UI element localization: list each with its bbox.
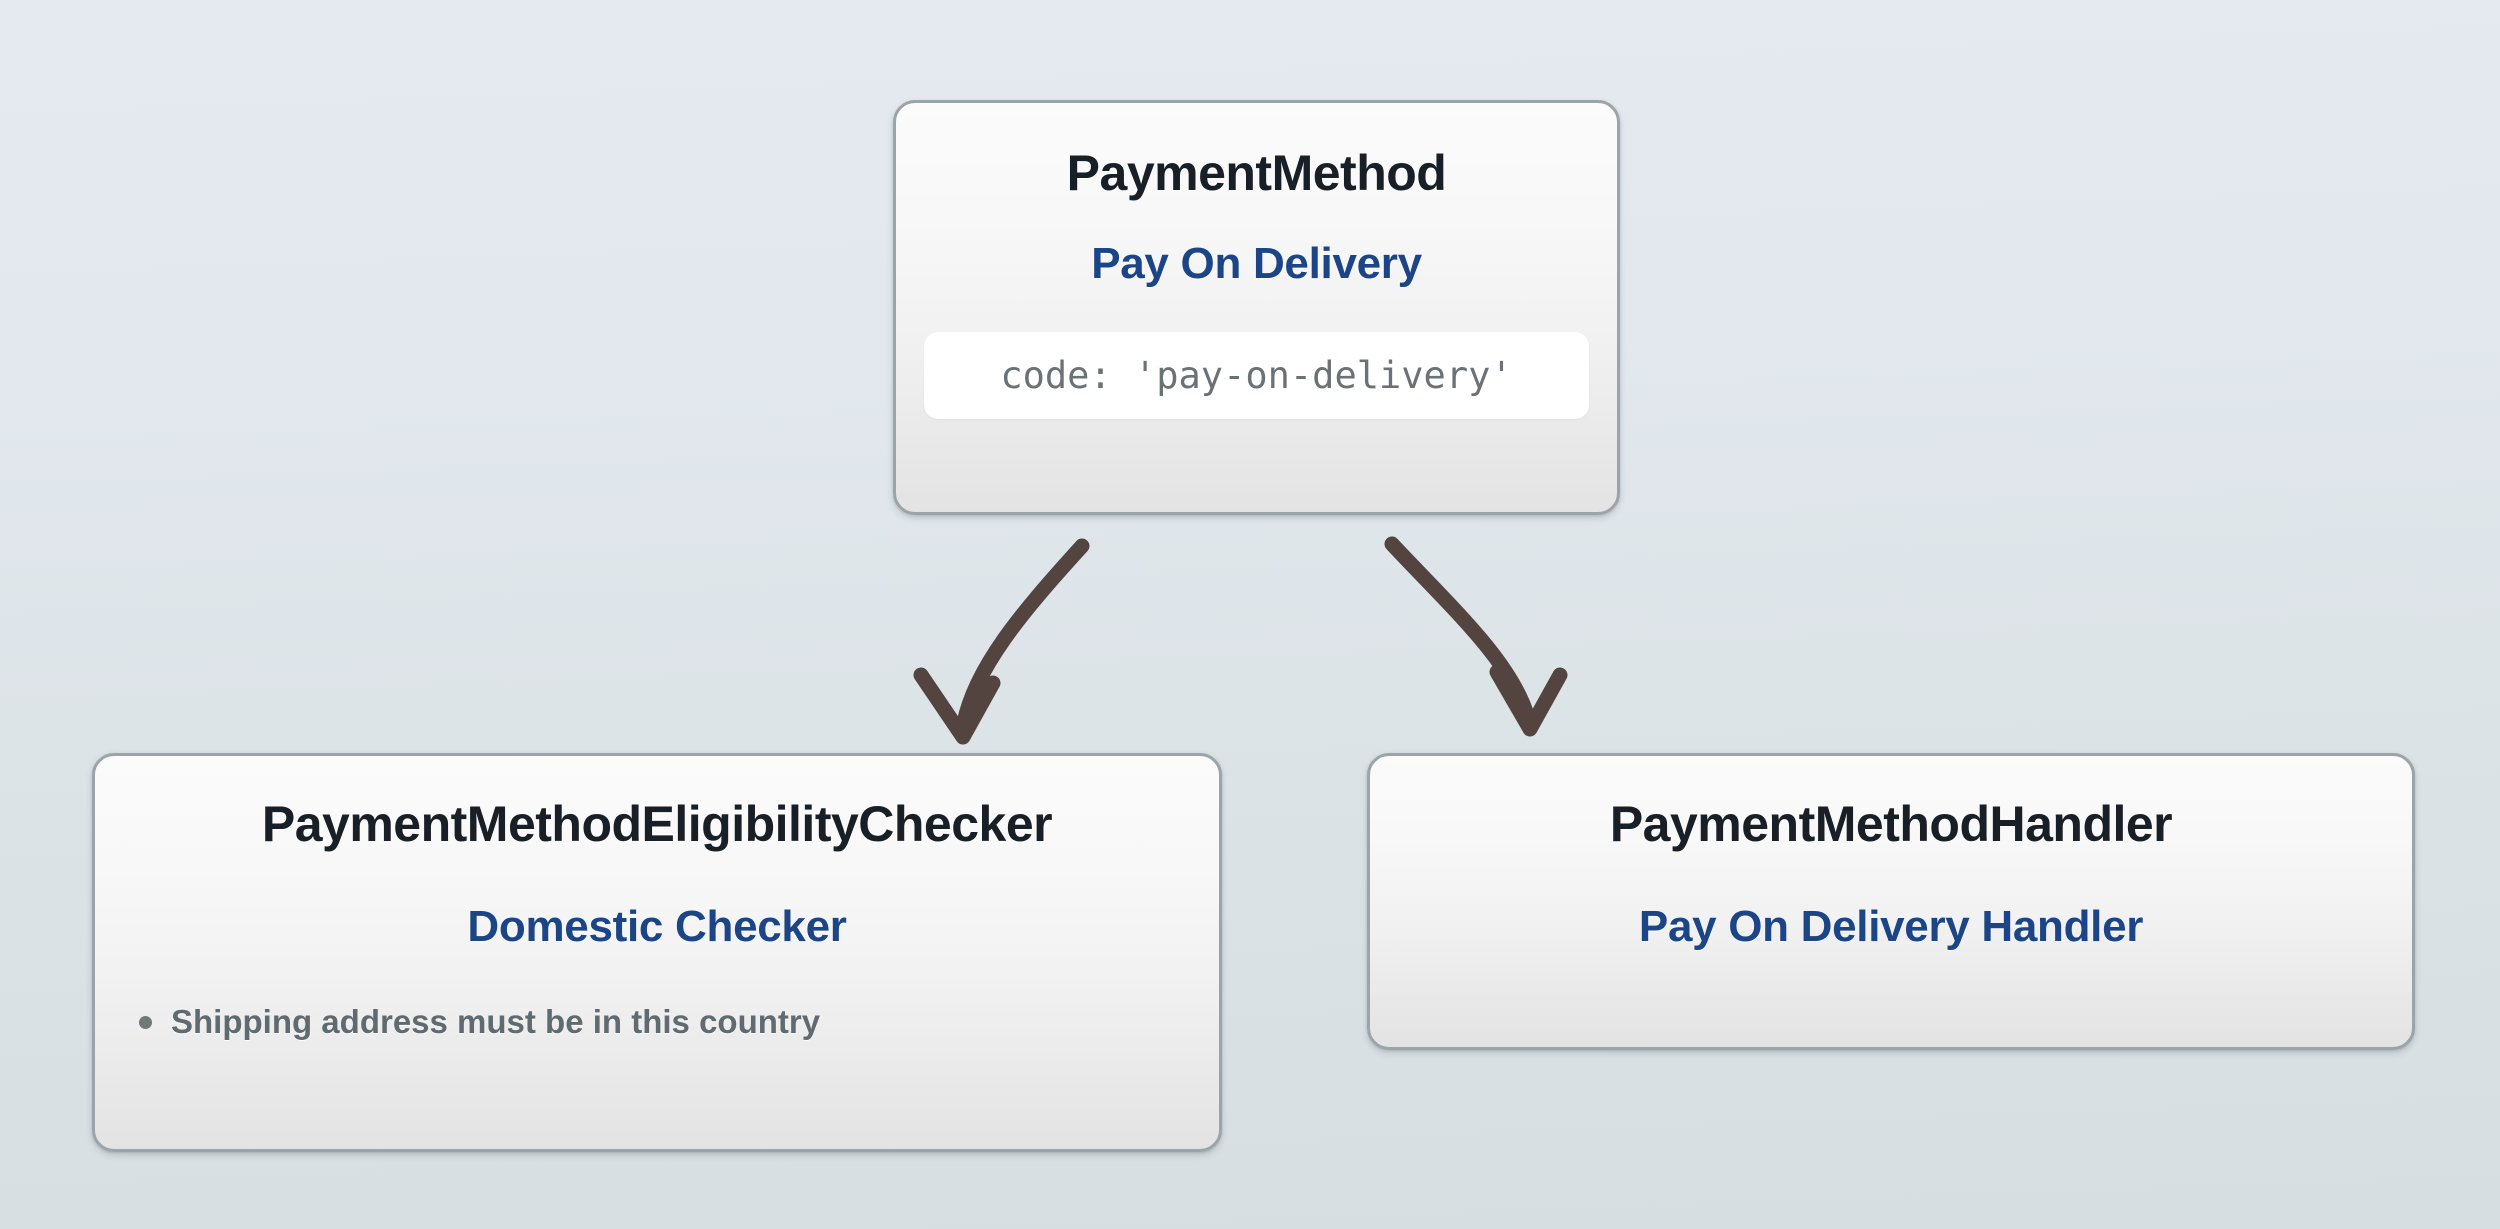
node-payment-handler-title: PaymentMethodHandler bbox=[1609, 796, 2173, 852]
edge-payment-method-to-eligibility-checker bbox=[913, 538, 1090, 745]
arrowhead-left-icon bbox=[913, 667, 1001, 745]
node-eligibility-checker-subtitle: Domestic Checker bbox=[467, 902, 847, 951]
bullet-icon bbox=[139, 1015, 152, 1029]
list-item: Shipping address must be in this country bbox=[139, 1003, 1185, 1041]
node-payment-method[interactable]: PaymentMethod Pay On Delivery code: 'pay… bbox=[893, 100, 1620, 515]
edge-payment-method-to-payment-handler bbox=[1384, 536, 1568, 737]
node-payment-handler[interactable]: PaymentMethodHandler Pay On Delivery Han… bbox=[1367, 753, 2415, 1050]
node-eligibility-checker-title: PaymentMethodEligibilityChecker bbox=[261, 796, 1053, 852]
rule-text: Shipping address must be in this country bbox=[171, 1003, 821, 1041]
node-payment-method-title: PaymentMethod bbox=[1066, 145, 1447, 201]
node-payment-method-subtitle: Pay On Delivery bbox=[1091, 239, 1422, 288]
node-payment-method-code-badge: code: 'pay-on-delivery' bbox=[924, 332, 1589, 420]
node-eligibility-checker-rule-list: Shipping address must be in this country bbox=[129, 1003, 1185, 1041]
node-payment-handler-subtitle: Pay On Delivery Handler bbox=[1638, 902, 2144, 951]
arrowhead-right-icon bbox=[1489, 664, 1568, 737]
node-eligibility-checker[interactable]: PaymentMethodEligibilityChecker Domestic… bbox=[92, 753, 1222, 1152]
